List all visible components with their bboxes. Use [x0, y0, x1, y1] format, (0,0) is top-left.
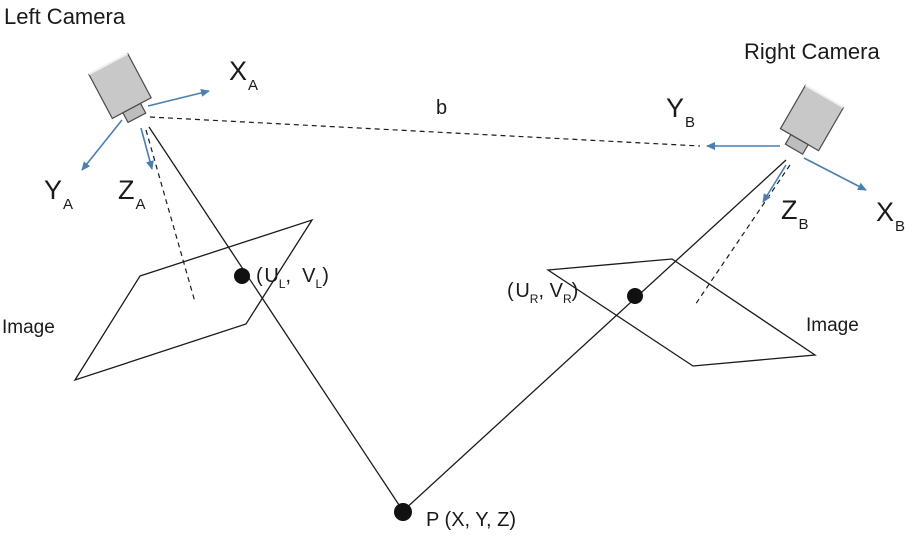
right-image-point	[627, 288, 643, 304]
left-optical-axis	[145, 129, 196, 303]
left-image-point	[234, 268, 250, 284]
world-point-label: P (X, Y, Z)	[426, 509, 517, 531]
left-x-axis-arrow	[147, 89, 210, 107]
left-z-axis-arrow	[140, 127, 154, 170]
left-projection-ray	[148, 126, 404, 512]
left-image-label: Image	[2, 317, 55, 338]
right-y-axis-label: YB	[666, 93, 696, 131]
left-z-axis-label: ZA	[118, 175, 146, 213]
right-optical-axis	[694, 164, 791, 306]
left-point-coords: ( UL, VL)	[256, 265, 329, 291]
right-point-coords: ( UR, VR)	[507, 280, 579, 306]
baseline-line	[149, 116, 701, 147]
right-z-axis-arrow	[762, 164, 787, 203]
right-camera-title: Right Camera	[744, 39, 880, 64]
right-x-axis-arrow	[803, 157, 867, 191]
right-image-plane	[546, 258, 817, 367]
right-image-label: Image	[806, 315, 859, 336]
right-z-axis-label: ZB	[781, 195, 809, 233]
left-camera-title: Left Camera	[4, 4, 126, 29]
right-x-axis-label: XB	[876, 197, 906, 235]
left-image-plane	[73, 218, 314, 382]
left-y-axis-arrow	[81, 119, 123, 171]
world-point	[394, 503, 412, 521]
baseline-label: b	[436, 97, 448, 119]
right-projection-ray	[402, 159, 787, 512]
left-y-axis-label: YA	[44, 175, 74, 213]
left-x-axis-label: XA	[229, 56, 259, 94]
left-camera-icon	[88, 52, 152, 124]
right-camera-icon	[779, 84, 845, 155]
